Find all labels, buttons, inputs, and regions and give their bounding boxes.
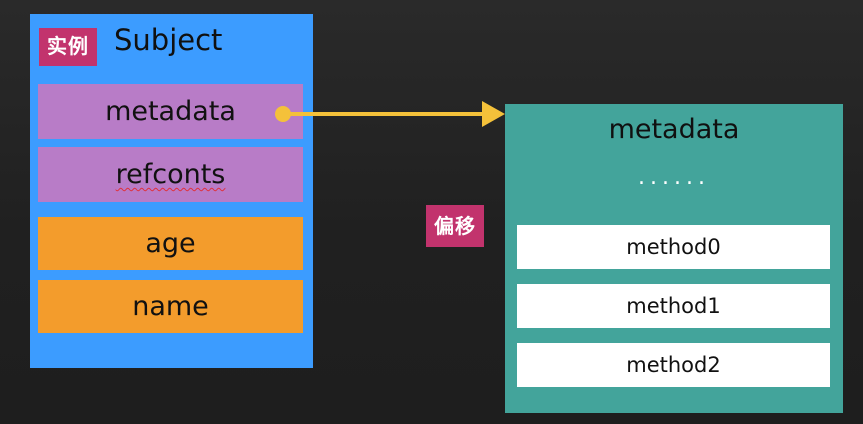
metadata-ellipsis: ...... (638, 165, 710, 190)
method-row: method1 (517, 284, 830, 328)
instance-badge: 实例 (39, 28, 97, 66)
field-name-label: name (132, 291, 209, 322)
offset-badge: 偏移 (426, 205, 484, 247)
method-row: method2 (517, 343, 830, 387)
pointer-arrow-head (482, 101, 505, 127)
method-row: method0 (517, 225, 830, 269)
field-age: age (38, 217, 303, 270)
subject-title: Subject (114, 23, 223, 57)
field-refconts: refconts (38, 147, 303, 202)
field-metadata-label: metadata (105, 96, 236, 127)
field-metadata: metadata (38, 84, 303, 139)
field-refconts-label: refconts (115, 159, 226, 190)
metadata-title: metadata (608, 114, 740, 145)
field-name: name (38, 280, 303, 333)
field-age-label: age (145, 228, 196, 259)
